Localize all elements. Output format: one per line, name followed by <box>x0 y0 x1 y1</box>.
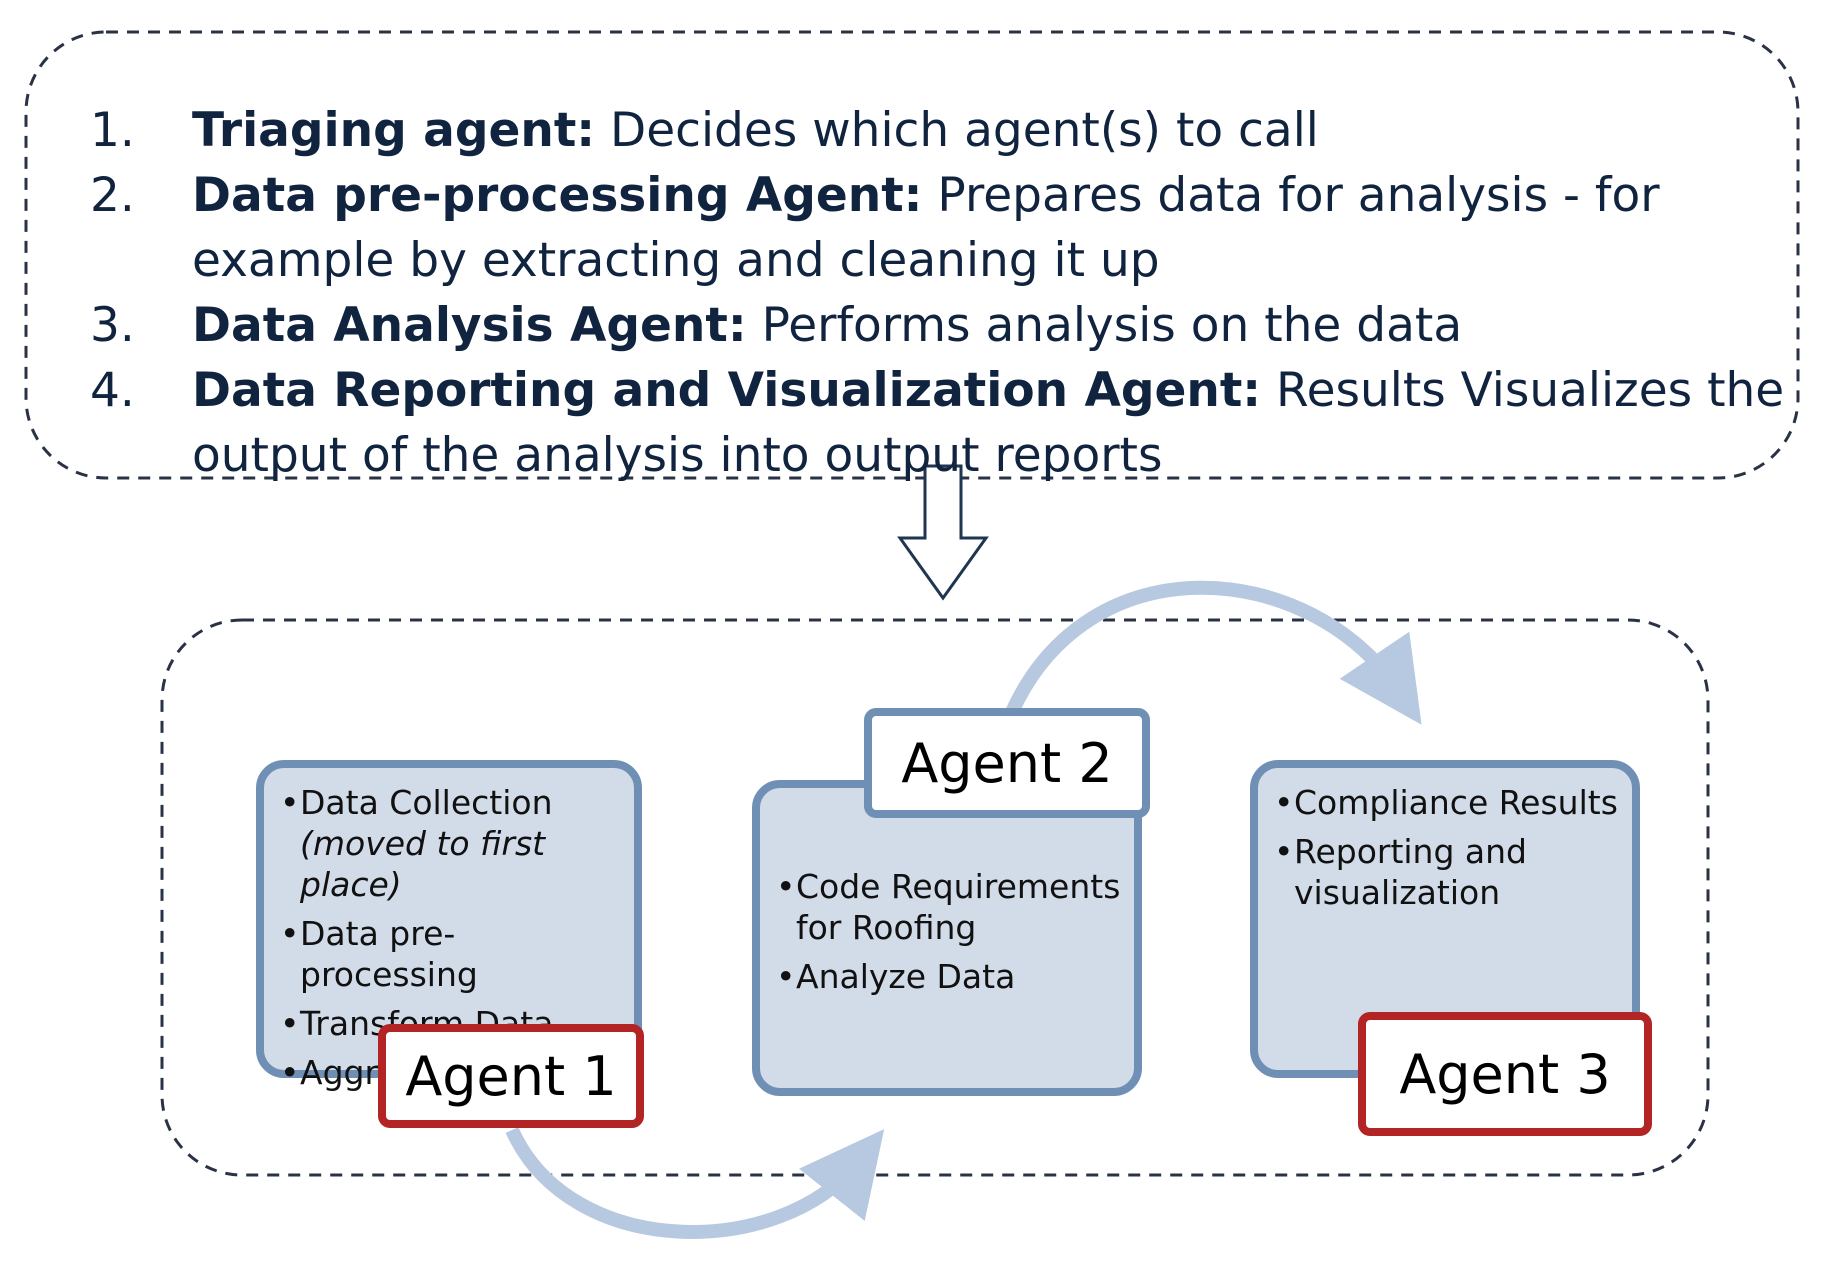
list-term: Data pre-processing Agent: <box>192 168 923 223</box>
agent-2-task-list: Code Requirements for Roofing Analyze Da… <box>776 866 1124 997</box>
list-number: 4. <box>90 363 135 418</box>
list-item: 2. Data pre-processing Agent: Prepares d… <box>90 163 1790 293</box>
list-description: Results Visualizes the output of the ana… <box>192 363 1785 483</box>
list-item: 4. Data Reporting and Visualization Agen… <box>90 358 1790 488</box>
agent-3-label: Agent 3 <box>1358 1012 1652 1136</box>
list-item: Analyze Data <box>776 956 1124 997</box>
list-item: 1. Triaging agent: Decides which agent(s… <box>90 98 1790 163</box>
agent-3-task-list: Compliance Results Reporting and visuali… <box>1274 782 1622 913</box>
list-number: 2. <box>90 168 135 223</box>
top-dashed-container <box>24 30 1800 480</box>
list-description: Performs analysis on the data <box>746 298 1463 353</box>
list-term: Data Reporting and Visualization Agent: <box>192 363 1262 418</box>
list-number: 1. <box>90 103 135 158</box>
list-term: Triaging agent: <box>192 103 596 158</box>
list-description: Decides which agent(s) to call <box>595 103 1319 158</box>
list-description: Prepares data for analysis - for example… <box>192 168 1660 288</box>
agent-2-label: Agent 2 <box>864 708 1150 818</box>
down-arrow-icon <box>897 464 989 601</box>
task-label: Data Collection <box>300 783 553 822</box>
list-item: Code Requirements for Roofing <box>776 866 1124 948</box>
agent-role-list: 1. Triaging agent: Decides which agent(s… <box>90 98 1790 488</box>
task-note: (moved to first place) <box>300 824 546 904</box>
flow-arrow-2-to-3 <box>1005 580 1422 725</box>
flow-arrow-1-to-2 <box>505 1127 885 1239</box>
list-term: Data Analysis Agent: <box>192 298 747 353</box>
list-number: 3. <box>90 298 135 353</box>
agent-1-label: Agent 1 <box>378 1024 644 1128</box>
list-item: Compliance Results <box>1274 782 1622 823</box>
list-item: Data pre-processing <box>280 913 624 995</box>
list-item: 3. Data Analysis Agent: Performs analysi… <box>90 293 1790 358</box>
bottom-dashed-container <box>160 618 1710 1177</box>
list-item: Reporting and visualization <box>1274 831 1622 913</box>
list-item: Data Collection (moved to first place) <box>280 782 624 905</box>
agent-2-box: Code Requirements for Roofing Analyze Da… <box>752 780 1142 1096</box>
